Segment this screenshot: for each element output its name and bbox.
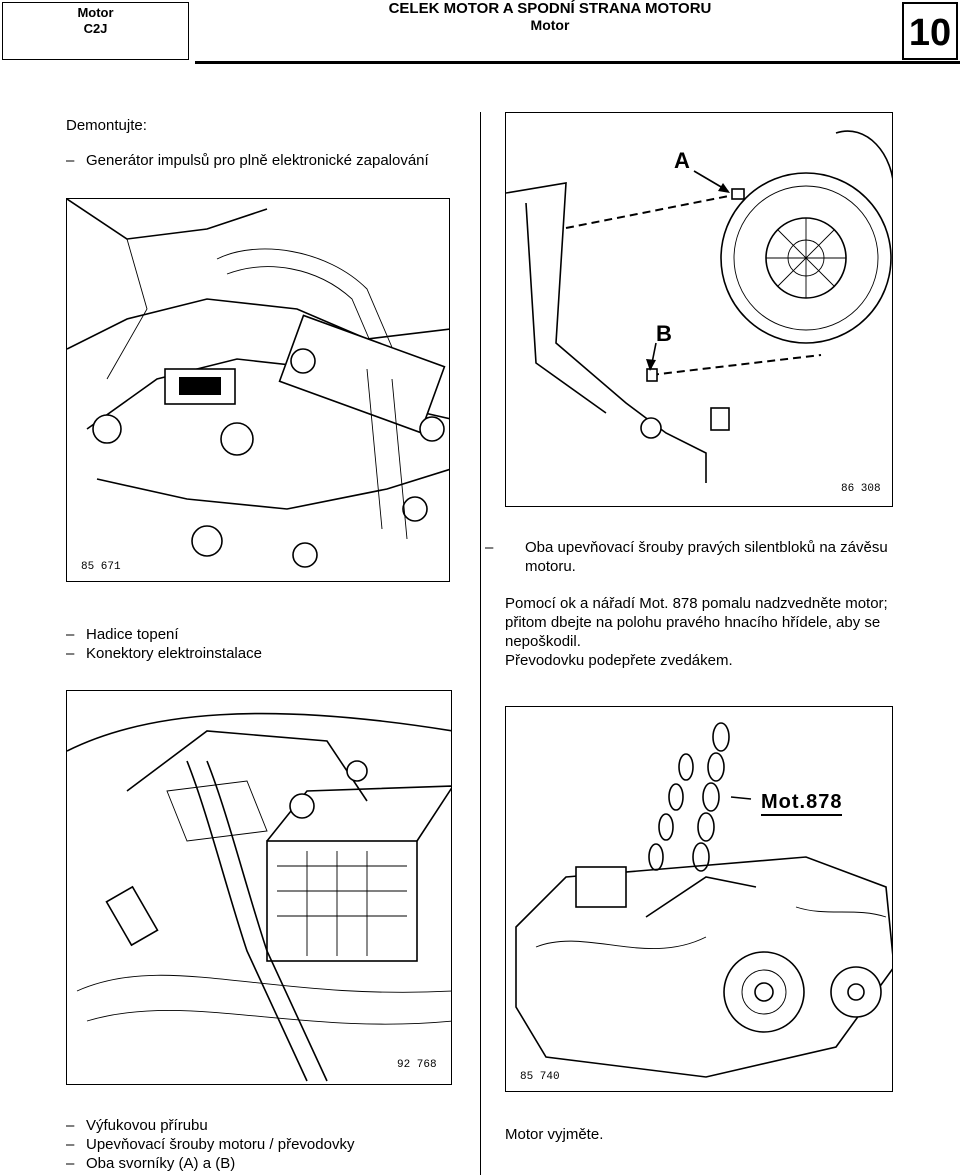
gearbox-support-instruction: Převodovku podepřete zvedákem. [505, 652, 733, 669]
marker-a: A [674, 148, 690, 173]
header-rule [195, 61, 960, 64]
figure-engine-bay-battery: 92 768 [66, 690, 452, 1085]
step-engine-gearbox-bolts: Upevňovací šrouby motoru / převodovky [66, 1135, 354, 1154]
figure-2-code: 92 768 [397, 1059, 437, 1071]
section-number: 10 [902, 2, 958, 60]
step-right-mount-bolts: Oba upevňovací šrouby pravých silentblok… [505, 538, 897, 576]
column-divider [480, 112, 481, 1175]
header-model-name: Motor [77, 5, 114, 20]
marker-b: B [656, 321, 672, 346]
step-impulse-generator: Generátor impulsů pro plně elektronické … [66, 151, 476, 170]
figure-4-code: 85 740 [520, 1071, 560, 1083]
intro-text: Demontujte: [66, 117, 147, 134]
step-wiring-connectors: Konektory elektroinstalace [66, 644, 262, 663]
figure-engine-top: 85 671 [66, 198, 450, 582]
header-model-box: Motor C2J [2, 2, 189, 60]
final-step: Motor vyjměte. [505, 1126, 604, 1143]
header-title-block: CELEK MOTOR A SPODNÍ STRANA MOTORU Motor [200, 0, 900, 34]
figure-1-code: 85 671 [81, 561, 121, 573]
step-studs-a-b: Oba svorníky (A) a (B) [66, 1154, 235, 1173]
step-exhaust-flange: Výfukovou přírubu [66, 1116, 208, 1135]
figure-engine-lift: Mot.878 85 740 [505, 706, 893, 1092]
lift-instruction: Pomocí ok a nářadí Mot. 878 pomalu nadzv… [505, 595, 888, 650]
figure-3-code: 86 308 [841, 483, 881, 495]
header-engine-code: C2J [83, 21, 108, 36]
step-heater-hoses: Hadice topení [66, 625, 179, 644]
figure-flywheel-studs: A B 86 308 [505, 112, 893, 507]
page-title: CELEK MOTOR A SPODNÍ STRANA MOTORU [388, 0, 712, 17]
page-subtitle: Motor [530, 17, 570, 33]
tool-label: Mot.878 [761, 791, 843, 816]
